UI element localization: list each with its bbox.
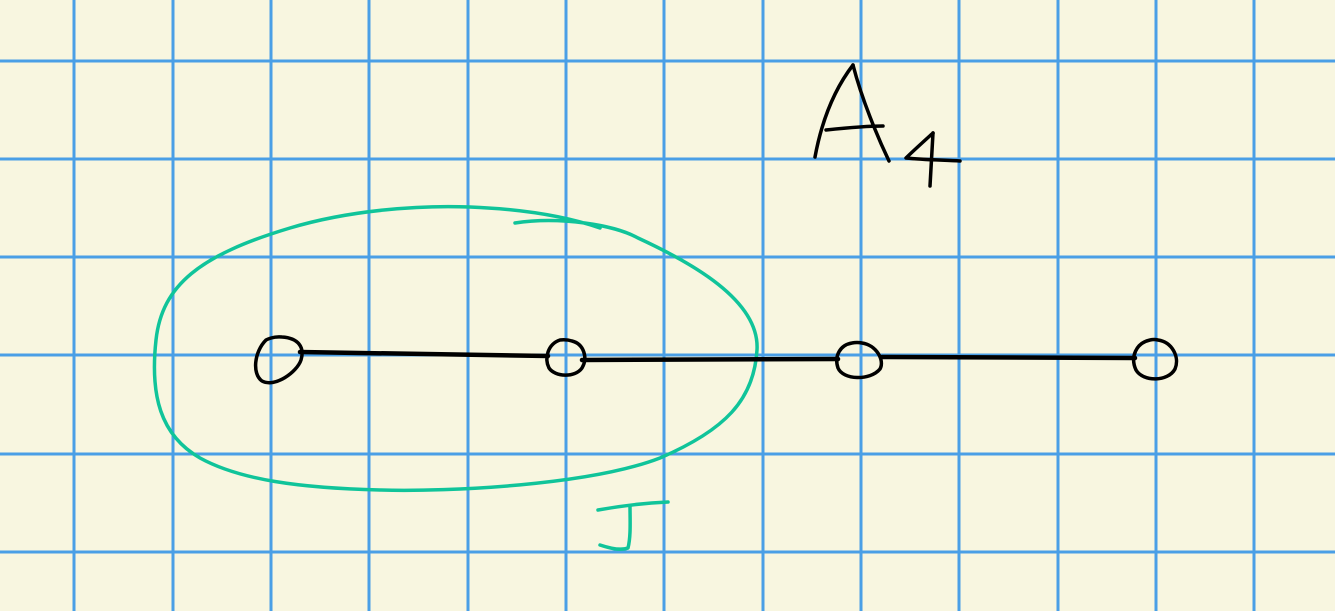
- node-1: [253, 335, 304, 385]
- node-2: [545, 338, 587, 377]
- edge-1-2: [297, 349, 551, 359]
- node-3: [835, 340, 884, 380]
- node-4: [1131, 337, 1179, 381]
- subset-label-handwritten: J: [596, 500, 670, 551]
- diagram-title-handwritten: A4: [813, 63, 962, 188]
- subset-j-loop: [152, 204, 759, 493]
- edge-2-3: [579, 356, 841, 363]
- edge-3-4: [879, 354, 1138, 361]
